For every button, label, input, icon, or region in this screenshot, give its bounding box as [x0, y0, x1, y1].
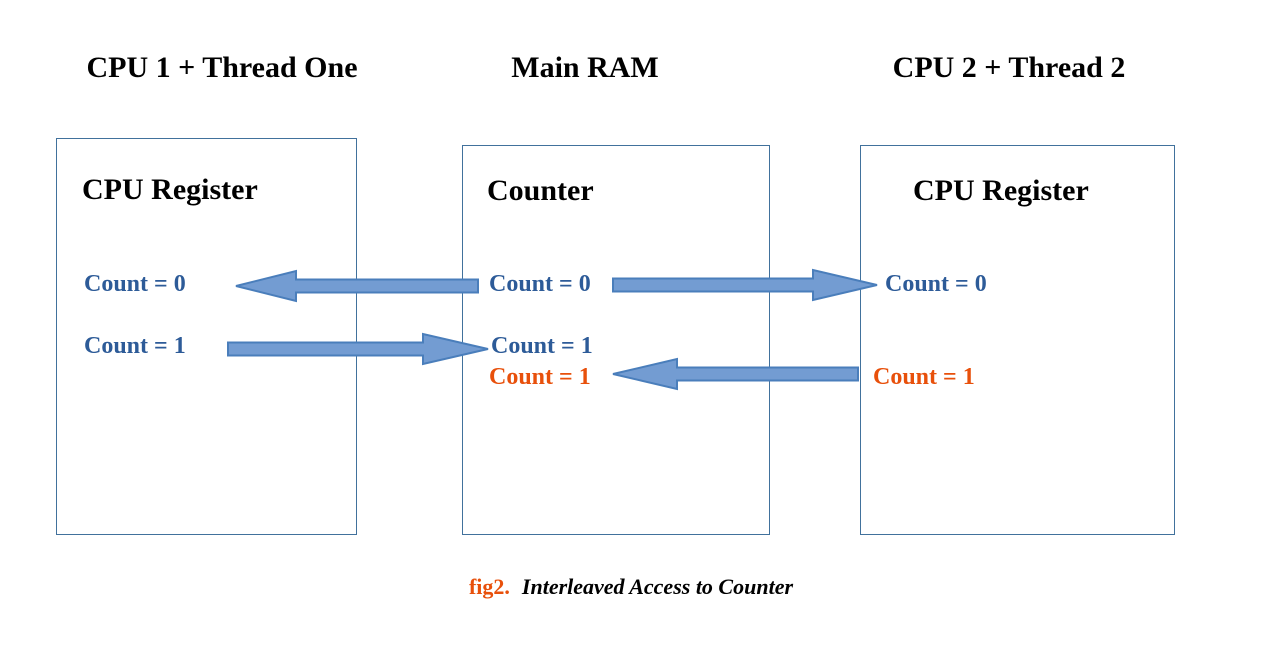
arrow-ram-to-cpu2-icon — [612, 268, 878, 302]
cpu1-count-1-value: Count = 1 — [84, 333, 186, 359]
ram-count-1-updated-value: Count = 1 — [489, 364, 591, 390]
figure-caption-text: Interleaved Access to Counter — [521, 574, 794, 599]
arrow-cpu1-to-ram-icon — [227, 332, 489, 366]
cpu2-register-title: CPU Register — [913, 174, 1089, 207]
cpu2-count-0-value: Count = 0 — [885, 271, 987, 297]
ram-count-0-value: Count = 0 — [489, 271, 591, 297]
cpu1-count-0-value: Count = 0 — [84, 271, 186, 297]
figure-caption: fig2. Interleaved Access to Counter — [0, 574, 1262, 600]
main-ram-box — [462, 145, 770, 535]
header-cpu2-thread-2: CPU 2 + Thread 2 — [892, 51, 1126, 84]
counter-title: Counter — [487, 174, 594, 207]
header-cpu1-thread-one: CPU 1 + Thread One — [86, 51, 358, 84]
cpu1-register-title: CPU Register — [82, 173, 258, 206]
cpu1-register-box — [56, 138, 357, 535]
cpu2-count-1-value: Count = 1 — [873, 364, 975, 390]
ram-count-1-value: Count = 1 — [491, 333, 593, 359]
arrow-cpu2-to-ram-icon — [612, 357, 859, 391]
cpu2-register-box — [860, 145, 1175, 535]
arrow-ram-to-cpu1-icon — [235, 269, 479, 303]
header-main-ram: Main RAM — [511, 51, 659, 84]
figure-caption-label: fig2. — [468, 574, 510, 599]
